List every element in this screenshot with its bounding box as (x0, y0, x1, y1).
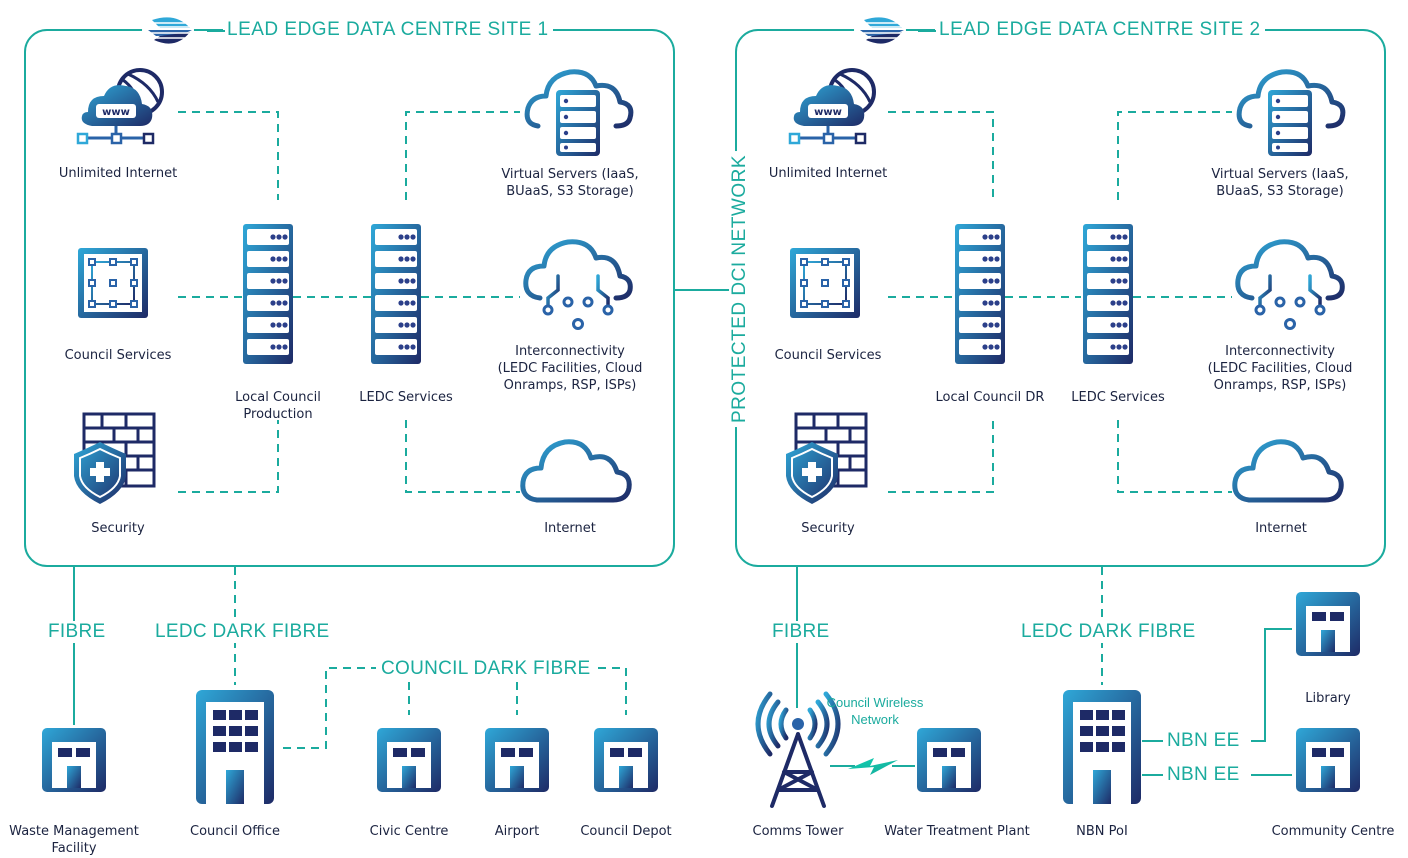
unlimited-internet-label: Unlimited Internet (58, 166, 178, 181)
server-rack-icon (955, 224, 1005, 364)
ledc-services-label: LEDC Services (1071, 390, 1165, 405)
fibre-label: FIBRE (44, 621, 110, 643)
nbn-lines (1142, 628, 1292, 776)
nbn-poi-label: NBN PoI (1076, 824, 1128, 839)
fibre-label: FIBRE (768, 621, 834, 643)
title-line-left-2 (918, 30, 936, 32)
lightning-icon (848, 758, 898, 775)
small-building-icon (1296, 592, 1360, 656)
airport-label: Airport (494, 824, 540, 839)
small-building-icon (1296, 728, 1360, 792)
site-2-connectors (888, 111, 1232, 685)
nbn-ee-label: NBN EE (1163, 764, 1244, 786)
www-globe-icon (788, 68, 876, 145)
council-depot-label: Council Depot (580, 824, 672, 839)
virtual-servers-label: Virtual Servers (IaaS,BUaaS, S3 Storage) (1211, 167, 1349, 199)
server-rack-icon (371, 224, 421, 364)
library-label: Library (1305, 691, 1351, 706)
comms-tower-icon (755, 691, 841, 808)
www-globe-icon (76, 68, 164, 145)
comms-tower-label: Comms Tower (752, 824, 844, 839)
server-rack-icon (1083, 224, 1133, 364)
cloud-circuit-icon (526, 242, 631, 329)
site-2-title: LEAD EDGE DATA CENTRE SITE 2 (935, 19, 1265, 41)
server-rack-icon (243, 224, 293, 364)
tall-building-icon (1063, 690, 1141, 804)
tall-building-icon (196, 690, 274, 804)
council-dark-fibre-label: COUNCIL DARK FIBRE (377, 658, 595, 680)
internet-label: Internet (1255, 521, 1307, 536)
ledc-services-label: LEDC Services (359, 390, 453, 405)
firewall-shield-icon (72, 412, 156, 506)
council-services-grid-icon (77, 247, 149, 319)
internet-label: Internet (544, 521, 596, 536)
ledc-dark-fibre-label: LEDC DARK FIBRE (1017, 621, 1200, 643)
cloud-icon (1235, 442, 1341, 500)
civic-centre-label: Civic Centre (369, 824, 449, 839)
small-building-icon (42, 728, 106, 792)
security-label: Security (91, 521, 145, 536)
site-1-connectors (178, 111, 627, 749)
small-building-icon (485, 728, 549, 792)
interconnectivity-label: Interconnectivity(LEDC Facilities, Cloud… (497, 344, 643, 393)
unlimited-internet-label: Unlimited Internet (768, 166, 888, 181)
lead-edge-logo-icon (853, 11, 907, 49)
council-office-label: Council Office (190, 824, 280, 839)
small-building-icon (377, 728, 441, 792)
title-line-left-1 (207, 30, 225, 32)
council-services-label: Council Services (64, 348, 172, 363)
community-centre-label: Community Centre (1271, 824, 1395, 839)
cloud-circuit-icon (1238, 242, 1343, 329)
dci-network-label: PROTECTED DCI NETWORK (729, 150, 752, 428)
virtual-servers-label: Virtual Servers (IaaS,BUaaS, S3 Storage) (501, 167, 639, 199)
security-label: Security (801, 521, 855, 536)
small-building-icon (917, 728, 981, 792)
interconnectivity-label: Interconnectivity(LEDC Facilities, Cloud… (1207, 344, 1353, 393)
firewall-shield-icon (784, 412, 868, 506)
small-building-icon (594, 728, 658, 792)
council-services-label: Council Services (774, 348, 882, 363)
site-1-title: LEAD EDGE DATA CENTRE SITE 1 (223, 19, 553, 41)
local-council-dr-label: Local Council DR (935, 390, 1045, 405)
cloud-icon (523, 442, 629, 500)
cloud-server-icon (1239, 72, 1343, 156)
ledc-dark-fibre-label: LEDC DARK FIBRE (151, 621, 334, 643)
nbn-ee-label: NBN EE (1163, 730, 1244, 752)
council-services-grid-icon (789, 247, 861, 319)
cloud-server-icon (527, 72, 631, 156)
lead-edge-logo-icon (141, 11, 195, 49)
water-treatment-label: Water Treatment Plant (884, 824, 1030, 839)
